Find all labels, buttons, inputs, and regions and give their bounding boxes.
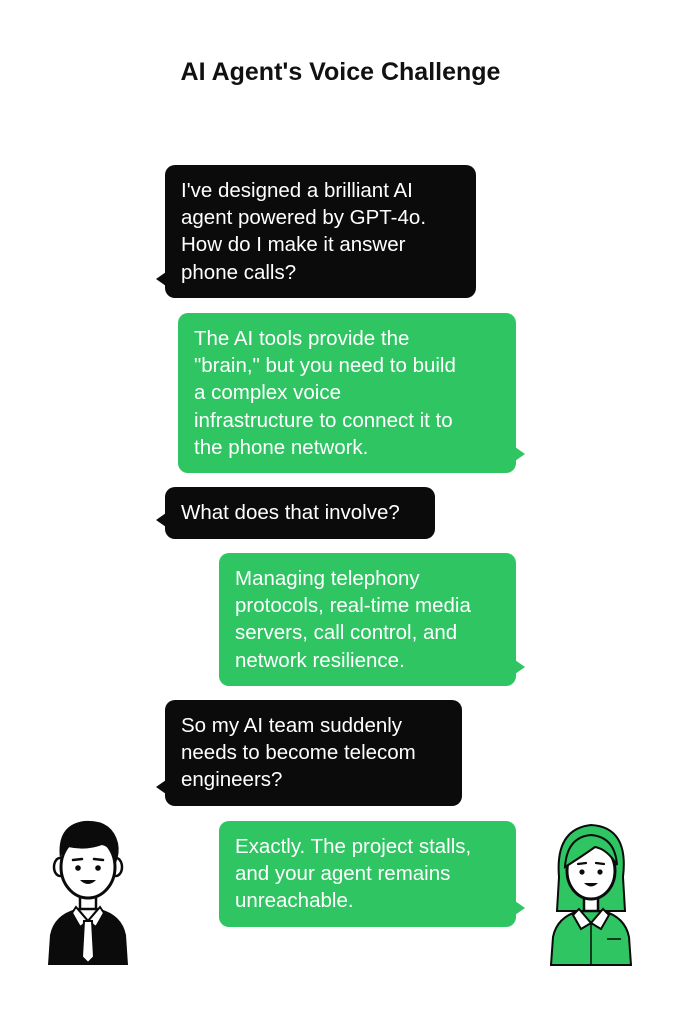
message-line: So my AI team suddenly [181, 714, 403, 737]
message-line: What does that involve? [181, 501, 400, 524]
chat-bubble-user: What does that involve? [156, 487, 435, 539]
message-line: I've designed a brilliant AI [181, 179, 413, 202]
message-line: a complex voice [194, 381, 341, 405]
page-title: AI Agent's Voice Challenge [180, 58, 501, 86]
message-line: phone calls? [181, 260, 297, 284]
message-line: unreachable. [235, 889, 354, 913]
message-line: needs to become telecom [181, 741, 416, 765]
message-line: protocols, real-time media [235, 594, 471, 618]
message-line: engineers? [181, 768, 283, 792]
message-line: Managing telephony [235, 567, 420, 590]
message-line: "brain," but you need to build [194, 354, 456, 378]
chat-bubble-reply: The AI tools provide the "brain," but yo… [178, 313, 525, 473]
message-line: the phone network. [194, 435, 369, 459]
message-line: The AI tools provide the [194, 327, 410, 350]
message-line: network resilience. [235, 648, 405, 672]
message-line: How do I make it answer [181, 233, 406, 257]
message-line: agent powered by GPT-4o. [181, 206, 427, 230]
chat-bubble-user: I've designed a brilliant AI agent power… [156, 165, 476, 298]
chat-bubble-reply: Managing telephony protocols, real-time … [219, 553, 525, 686]
woman-avatar-icon [549, 823, 633, 966]
message-line: infrastructure to connect it to [194, 408, 453, 432]
message-line: and your agent remains [235, 862, 451, 886]
message-line: servers, call control, and [235, 621, 458, 645]
man-avatar-icon [48, 820, 128, 965]
chat-bubble-reply: Exactly. The project stalls, and your ag… [219, 821, 525, 927]
message-line: Exactly. The project stalls, [235, 835, 472, 858]
chat-bubble-user: So my AI team suddenly needs to become t… [156, 700, 462, 806]
